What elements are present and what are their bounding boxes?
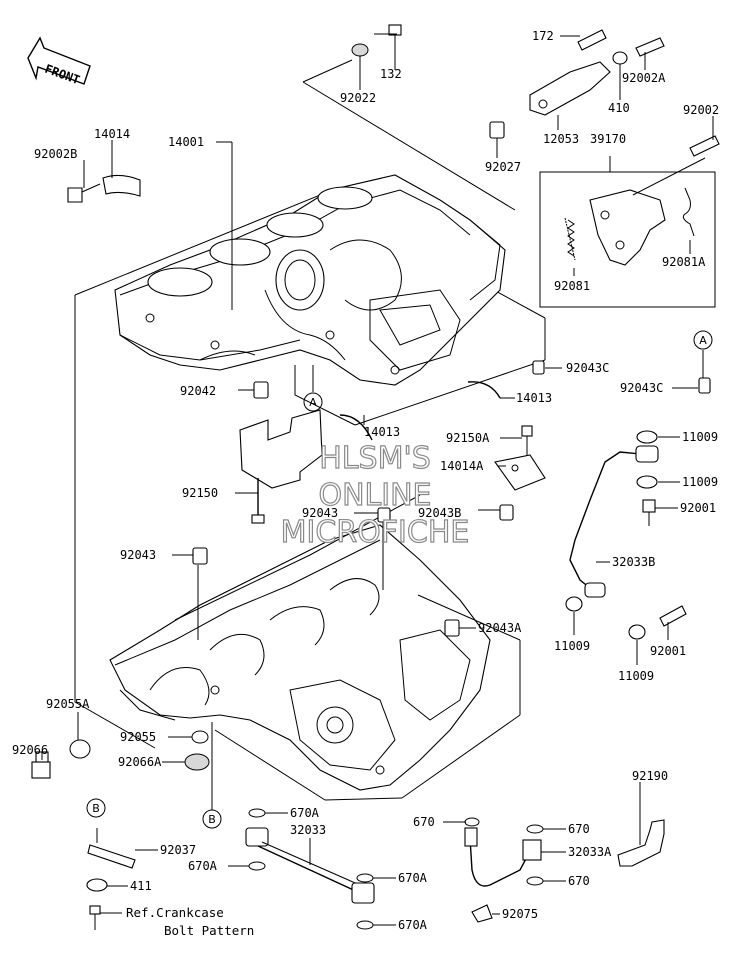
part-11009-4: 11009 [618,669,654,683]
part-14001: 14001 [168,135,204,149]
part-670A-2: 670A [188,859,218,873]
leader-lines [41,33,714,926]
part-410: 410 [608,101,630,115]
marker-a-1: A [309,396,317,409]
part-92043C-2: 92043C [620,381,663,395]
part-670-3: 670 [568,874,590,888]
part-92150: 92150 [182,486,218,500]
part-12053: 12053 [543,132,579,146]
lower-crankcase [109,524,491,791]
part-11009-3: 11009 [554,639,590,653]
part-92081A: 92081A [662,255,706,269]
lower-crankcase-frame [174,494,521,801]
part-labels: 172 132 92002A 92022 410 14014 14001 120… [12,29,719,932]
marker-b-2: B [92,802,100,815]
watermark-line-2: ONLINE [318,478,431,513]
part-14013-1: 14013 [364,425,400,439]
part-92001-2: 92001 [650,644,686,658]
part-14013-2: 14013 [516,391,552,405]
part-11009-1: 11009 [682,430,718,444]
part-92002B: 92002B [34,147,77,161]
part-92043A: 92043A [478,621,522,635]
part-92043C-1: 92043C [566,361,609,375]
watermark: HLSM'S ONLINE MICROFICHE [280,440,470,550]
part-670A-3: 670A [398,871,428,885]
front-label: FRONT [43,62,82,88]
breather-box [539,157,716,308]
part-14014A: 14014A [440,459,484,473]
part-92001-1: 92001 [680,501,716,515]
watermark-line-3: MICROFICHE [281,515,470,550]
marker-b-1: B [208,813,216,826]
part-172: 172 [532,29,554,43]
part-92043B: 92043B [418,506,461,520]
part-92042: 92042 [180,384,216,398]
front-arrow: FRONT [27,36,91,88]
part-92022: 92022 [340,91,376,105]
part-92150A: 92150A [446,431,490,445]
part-92037: 92037 [160,843,196,857]
part-132: 132 [380,67,402,81]
part-32033B: 32033B [612,555,655,569]
reference-note: Ref.Crankcase Bolt Pattern [126,905,254,938]
reference-note-line-2: Bolt Pattern [164,923,254,938]
part-92081: 92081 [554,279,590,293]
part-92066: 92066 [12,743,48,757]
upper-crankcase [114,174,506,386]
part-670A-4: 670A [398,918,428,932]
marker-a-2: A [699,334,707,347]
part-92002A: 92002A [622,71,666,85]
part-14014: 14014 [94,127,130,141]
part-92066A: 92066A [118,755,162,769]
part-92190: 92190 [632,769,668,783]
part-92027: 92027 [485,160,521,174]
part-411: 411 [130,879,152,893]
part-11009-2: 11009 [682,475,718,489]
watermark-line-1: HLSM'S [319,441,431,476]
part-92043-1: 92043 [302,506,338,520]
part-670A-1: 670A [290,806,320,820]
part-670-2: 670 [568,822,590,836]
part-670-1: 670 [413,815,435,829]
small-parts [31,24,720,930]
part-92043-2: 92043 [120,548,156,562]
part-92055A: 92055A [46,697,90,711]
part-92055: 92055 [120,730,156,744]
reference-note-line-1: Ref.Crankcase [126,905,224,920]
part-39170: 39170 [590,132,626,146]
part-92002: 92002 [683,103,719,117]
part-32033: 32033 [290,823,326,837]
markers: A A B B [86,330,713,829]
part-92075: 92075 [502,907,538,921]
part-32033A: 32033A [568,845,612,859]
